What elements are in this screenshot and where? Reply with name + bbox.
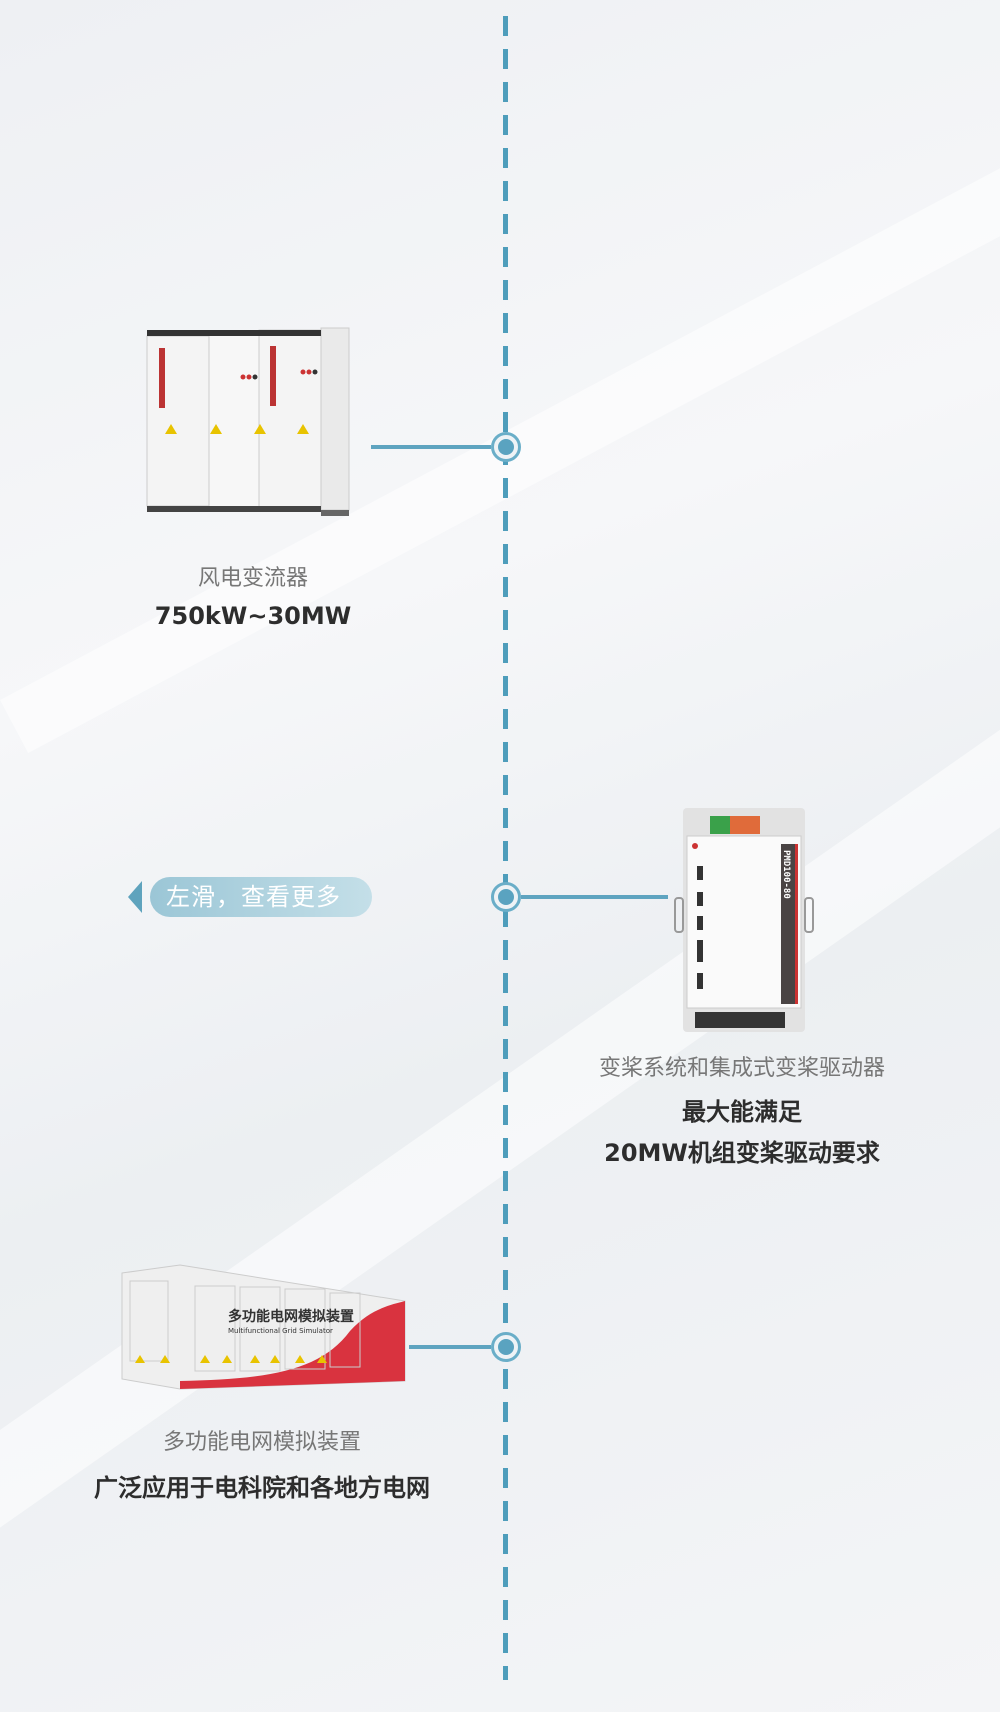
timeline-node[interactable] — [491, 432, 521, 462]
container-subtitle-text: Multifunctional Grid Simulator — [228, 1327, 333, 1335]
product-spec: 20MW机组变桨驱动要求 — [604, 1139, 880, 1167]
product-spec: 广泛应用于电科院和各地方电网 — [94, 1474, 430, 1502]
swipe-hint-button[interactable]: 左滑，查看更多 — [150, 877, 372, 917]
product-spec: 最大能满足 — [682, 1098, 802, 1126]
connector-line — [371, 445, 491, 449]
timeline-node[interactable] — [491, 1332, 521, 1362]
grid-simulator-container-image: 多功能电网模拟装置 Multifunctional Grid Simulator — [121, 1264, 406, 1390]
product-name: 多功能电网模拟装置 — [162, 1430, 362, 1455]
connector-line — [521, 895, 668, 899]
timeline-dashed-line — [503, 16, 508, 1680]
product-spec: 750kW~30MW — [154, 602, 352, 630]
pitch-drive-device-image: PMD100-80 — [674, 808, 814, 1032]
connector-line — [409, 1345, 491, 1349]
timeline-node[interactable] — [491, 882, 521, 912]
wind-converter-cabinet-image — [146, 327, 350, 516]
product-name: 变桨系统和集成式变桨驱动器 — [598, 1056, 886, 1081]
background-streak — [0, 696, 1000, 1566]
container-title-text: 多功能电网模拟装置 — [228, 1308, 354, 1325]
chevron-left-icon[interactable] — [128, 881, 142, 913]
device-model-text: PMD100-80 — [781, 850, 791, 899]
product-name: 风电变流器 — [197, 566, 309, 591]
